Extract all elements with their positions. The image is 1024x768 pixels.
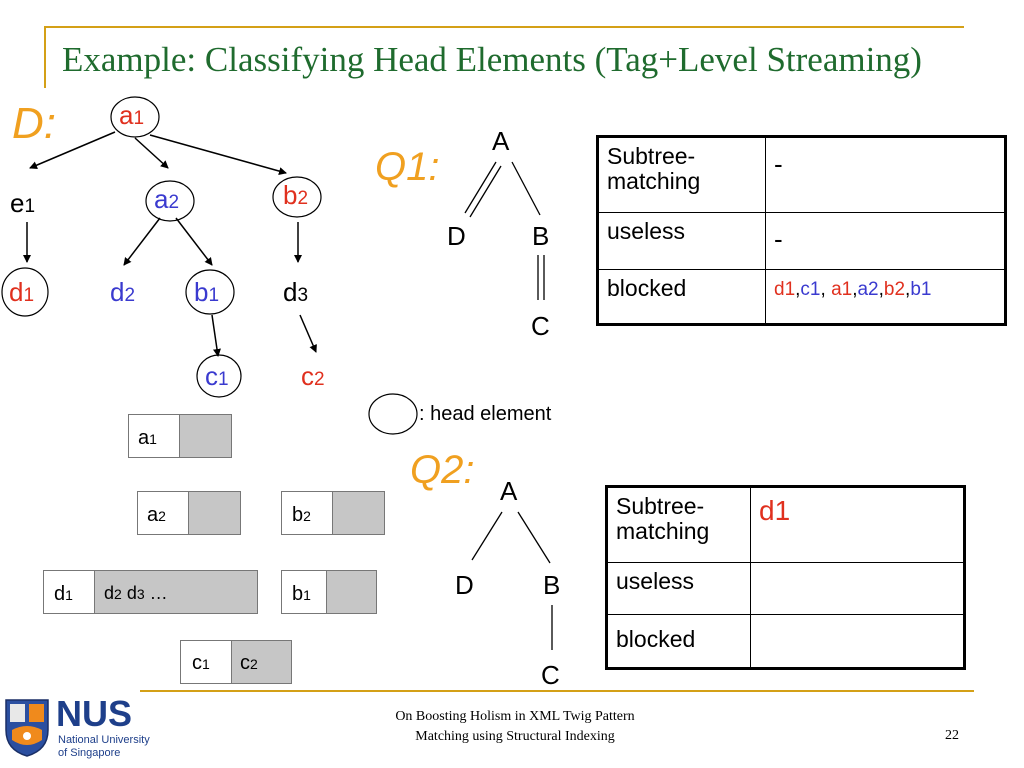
t1-label-useless: useless <box>597 212 766 270</box>
q2-node-D: D <box>455 570 474 600</box>
nus-logo-sub2: of Singapore <box>58 747 121 759</box>
t2-label-subtree: Subtree-matching <box>606 486 751 563</box>
head-circle-d1 <box>1 267 49 317</box>
q2-edge-A-D <box>471 511 503 561</box>
q2-node-A: A <box>500 476 518 506</box>
footer-rule <box>140 690 974 692</box>
stream-d-label-rest: d2 d3 … <box>104 583 168 603</box>
stream-c <box>180 640 292 684</box>
head-circle-a2 <box>145 180 195 222</box>
node-b2: b2 <box>283 180 309 210</box>
title-left-rule <box>44 26 46 88</box>
edge-a2-b1 <box>175 217 213 266</box>
q1-edge-A-B <box>511 161 541 216</box>
edge-a1-a2 <box>134 137 169 169</box>
q1-node-C: C <box>531 311 550 341</box>
head-circle-c1 <box>196 354 242 398</box>
stream-a2-label: a2 <box>147 504 166 526</box>
t2-value-blocked <box>750 614 965 669</box>
q1-edge-A-D-1 <box>464 161 497 214</box>
q1-node-A: A <box>492 126 510 156</box>
q1-label: Q1: <box>375 145 440 189</box>
head-circle-b2 <box>272 176 322 218</box>
footer-line-2: Matching using Structural Indexing <box>415 728 615 744</box>
edge-b1-c1 <box>211 314 221 357</box>
edge-a2-d2 <box>123 217 161 266</box>
edge-d3-c2 <box>299 314 317 353</box>
q2-node-C: C <box>541 660 560 690</box>
t1-value-subtree: - <box>765 136 1006 213</box>
head-circle-b1 <box>185 269 235 315</box>
document-label: D: <box>12 99 56 148</box>
t1-label-blocked: blocked <box>597 269 766 325</box>
legend-text: : head element <box>419 403 552 425</box>
t2-label-useless: useless <box>606 562 751 615</box>
q1-node-B: B <box>532 221 550 251</box>
node-b1: b1 <box>194 277 220 307</box>
q2-node-B: B <box>543 570 561 600</box>
t1-value-blocked: d1,c1, a1,a2,b2,b1 <box>765 269 1006 325</box>
q1-classification-table: Subtree-matching - useless - blocked d1,… <box>596 135 1007 326</box>
page-number: 22 <box>945 728 959 743</box>
stream-b2 <box>281 491 385 535</box>
nus-crest-icon <box>5 699 49 757</box>
stream-d <box>43 570 258 614</box>
edge-a1-b2 <box>149 134 287 175</box>
title-top-rule <box>44 26 964 28</box>
edge-a1-e1 <box>29 131 116 169</box>
node-e1: e1 <box>10 188 36 218</box>
stream-b1-label: b1 <box>292 583 311 605</box>
stream-b2-label: b2 <box>292 504 311 526</box>
nus-logo-sub1: National University <box>58 734 150 746</box>
t2-value-subtree: d1 <box>750 486 965 563</box>
q1-edge-A-D-2 <box>469 165 502 218</box>
stream-a1 <box>128 414 232 458</box>
node-d1: d1 <box>9 277 35 307</box>
t1-value-useless: - <box>765 212 1006 270</box>
node-c2: c2 <box>301 361 325 391</box>
t1-label-subtree: Subtree-matching <box>597 136 766 213</box>
stream-a1-label: a1 <box>138 427 157 449</box>
q2-edge-A-B <box>517 511 551 564</box>
q1-node-D: D <box>447 221 466 251</box>
t2-label-blocked: blocked <box>606 614 751 669</box>
footer-line-1: On Boosting Holism in XML Twig Pattern <box>395 709 635 724</box>
head-circle-a1 <box>110 96 160 138</box>
node-a1: a1 <box>119 100 145 130</box>
footer-text: On Boosting Holism in XML Twig Pattern M… <box>330 707 700 746</box>
node-d2: d2 <box>110 277 136 307</box>
stream-c-label-2: c2 <box>240 652 258 674</box>
node-d3: d3 <box>283 277 309 307</box>
stream-a2 <box>137 491 241 535</box>
t2-value-useless <box>750 562 965 615</box>
q2-classification-table: Subtree-matching d1 useless blocked <box>605 485 966 670</box>
stream-b1 <box>281 570 377 614</box>
q2-label: Q2: <box>410 448 475 492</box>
nus-logo: NUS National University of Singapore <box>2 696 150 760</box>
legend-circle <box>368 393 418 435</box>
node-c1: c1 <box>205 361 229 391</box>
node-a2: a2 <box>154 184 180 214</box>
stream-d-label-1: d1 <box>54 583 73 605</box>
stream-c-label-1: c1 <box>192 652 210 674</box>
nus-logo-text: NUS <box>56 693 133 734</box>
slide-title: Example: Classifying Head Elements (Tag+… <box>62 40 922 79</box>
